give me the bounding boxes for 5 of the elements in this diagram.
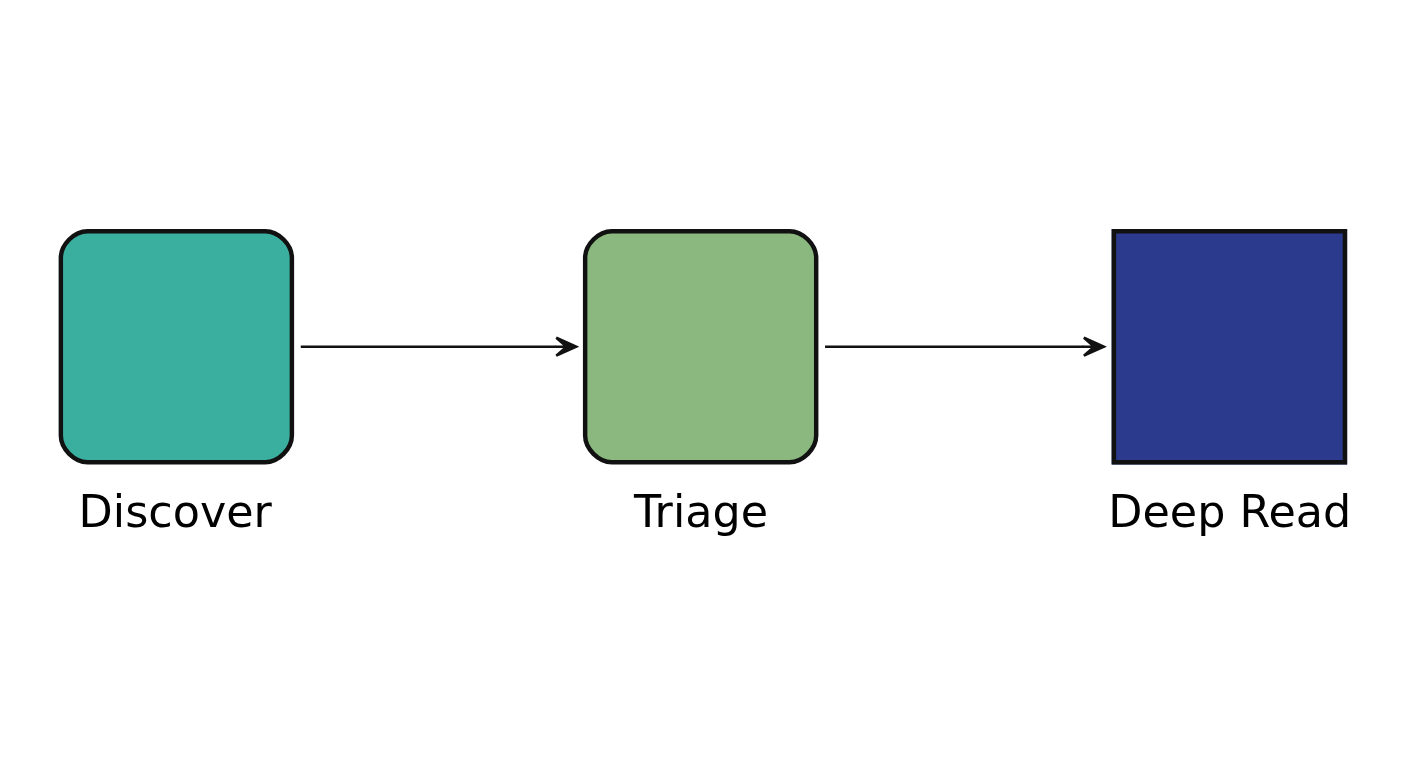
arrow <box>300 336 578 357</box>
node-label: Discover <box>78 485 272 537</box>
node-label: Deep Read <box>1108 485 1352 537</box>
node-label: Triage <box>634 485 768 537</box>
arrow <box>825 336 1106 357</box>
